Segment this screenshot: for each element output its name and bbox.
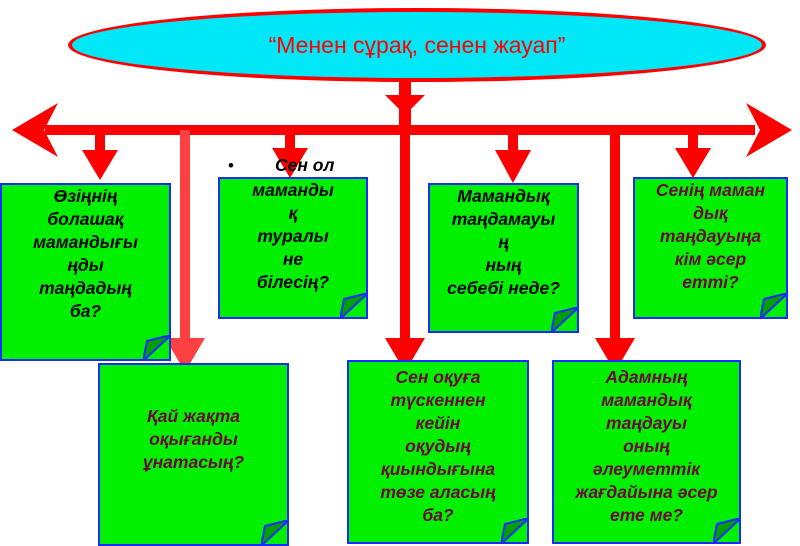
title-ellipse: “Менен сұрақ, сенен жауап” — [68, 8, 766, 82]
note-4: Сенің маман дық таңдауыңа кім әсер етті? — [633, 177, 788, 319]
note-text: Өзіңнің болашақ мамандығы ңды таңдадың б… — [33, 186, 138, 321]
note-2-heading: Сен ол — [275, 155, 335, 175]
note-1: Өзіңнің болашақ мамандығы ңды таңдадың б… — [0, 183, 171, 361]
long-arrow-1 — [165, 130, 205, 372]
note-text: Мамандық таңдамауы ң ның себебі неде? — [447, 186, 560, 298]
note-6: Сен оқуға түскеннен кейін оқудың қиындығ… — [347, 360, 529, 544]
bullet: • — [228, 156, 234, 175]
page-curl-icon — [340, 293, 368, 319]
note-2: маманды қ туралы не білесің? — [218, 177, 368, 319]
long-arrow-3 — [595, 130, 635, 372]
note-7: Адамның мамандық таңдауы оның әлеуметтік… — [552, 360, 741, 544]
long-arrow-2 — [385, 130, 425, 372]
page-curl-icon — [551, 307, 579, 333]
title-text: “Менен сұрақ, сенен жауап” — [268, 31, 566, 58]
down-arrow-3 — [495, 130, 531, 183]
page-curl-icon — [760, 293, 788, 319]
down-arrow-1 — [82, 130, 118, 180]
page-curl-icon — [713, 518, 741, 544]
stem-arrowhead — [385, 95, 425, 115]
page-curl-icon — [143, 335, 171, 361]
note-text: Сен оқуға түскеннен кейін оқудың қиындығ… — [380, 367, 496, 525]
note-text: маманды қ туралы не білесің? — [252, 180, 334, 292]
note-5: Қай жақта оқығанды ұнатасың? — [98, 363, 289, 546]
note-text: Сенің маман дық таңдауыңа кім әсер етті? — [655, 180, 766, 292]
down-arrow-2 — [272, 130, 308, 178]
note-3: Мамандық таңдамауы ң ның себебі неде? — [428, 183, 579, 333]
right-arrowhead-icon — [746, 103, 792, 157]
page-curl-icon — [261, 520, 289, 546]
page-curl-icon — [501, 518, 529, 544]
note-text: Адамның мамандық таңдауы оның әлеуметтік… — [575, 367, 718, 525]
down-arrow-4 — [675, 130, 711, 178]
left-arrowhead-icon — [12, 103, 58, 157]
note-text: Қай жақта оқығанды ұнатасың? — [142, 406, 245, 472]
